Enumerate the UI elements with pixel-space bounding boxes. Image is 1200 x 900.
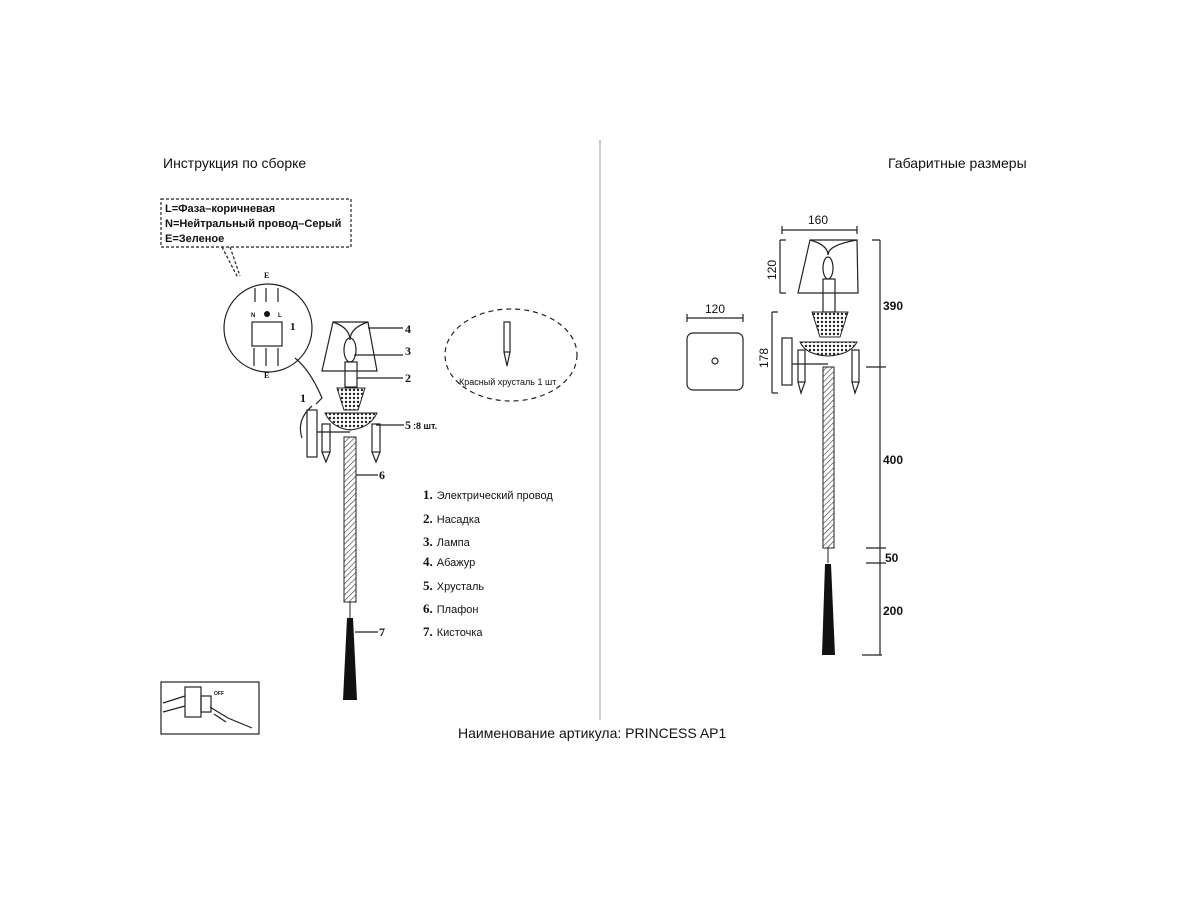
part-name: Электрический провод xyxy=(437,490,554,502)
dimension-drawing: 160 120 120 178 390 400 50 200 xyxy=(686,213,903,656)
spare-crystal-label: Красный хрусталь 1 шт xyxy=(459,377,556,387)
svg-text:2.Насадка: 2. Насадка xyxy=(423,511,481,526)
dim-plate-width: 120 xyxy=(705,302,725,316)
part-name: Абажур xyxy=(437,557,475,569)
off-label: OFF xyxy=(214,691,224,697)
dim-shade-width: 160 xyxy=(808,213,828,227)
callout-5: 5 xyxy=(405,418,411,432)
wiring-note-e: E=Зеленое xyxy=(165,233,224,245)
callout-4: 4 xyxy=(405,322,411,336)
callout-7: 7 xyxy=(379,625,385,639)
connector-number: 1 xyxy=(290,321,296,333)
article-name: Наименование артикула: PRINCESS AP1 xyxy=(458,725,727,741)
callout-2: 2 xyxy=(405,371,411,385)
earth-label-bottom: E xyxy=(264,371,269,380)
svg-text:1.Электрический провод: 1. Электрический провод xyxy=(423,487,553,502)
part-number: 5. xyxy=(423,578,433,593)
part-name: Кисточка xyxy=(437,627,484,639)
earth-label-top: E xyxy=(264,271,269,280)
part-name: Лампа xyxy=(437,537,471,549)
part-name: Насадка xyxy=(437,514,481,526)
right-title: Габаритные размеры xyxy=(888,155,1027,171)
wiring-note-l: L=Фаза–коричневая xyxy=(165,203,275,215)
power-off-warning-icon: OFF xyxy=(160,681,260,735)
svg-text:4.Абажур: 4. Абажур xyxy=(423,554,475,569)
part-name: Хрусталь xyxy=(437,581,485,593)
left-title: Инструкция по сборке xyxy=(163,155,306,171)
dim-tassel: 200 xyxy=(883,604,903,618)
wiring-note-n: N=Нейтральный провод–Серый xyxy=(165,218,341,230)
wiring-note: L=Фаза–коричневая N=Нейтральный провод–С… xyxy=(160,198,352,279)
neutral-label: N xyxy=(251,313,255,319)
part-number: 6. xyxy=(423,601,433,616)
svg-text:7.Кисточка: 7. Кисточка xyxy=(423,624,483,639)
wall-plate xyxy=(686,332,744,391)
lamp-assembly-drawing: 4 3 2 5 :8 шт. 6 7 xyxy=(306,321,437,700)
part-number: 4. xyxy=(423,554,433,569)
terminal-block-detail: E E N L 1 1 xyxy=(223,271,323,439)
parts-list: 1. Электрический провод 2. Насадка 3. Лампа… xyxy=(423,487,553,639)
part-number: 1. xyxy=(423,487,433,502)
callout-3: 3 xyxy=(405,344,411,358)
svg-text:3.Лампа: 3. Лампа xyxy=(423,534,471,549)
callout-1: 1 xyxy=(300,391,306,405)
spare-crystal-detail: Красный хрусталь 1 шт xyxy=(444,308,578,402)
part-number: 2. xyxy=(423,511,433,526)
svg-text:5.Хрусталь: 5. Хрусталь xyxy=(423,578,484,593)
part-number: 3. xyxy=(423,534,433,549)
dim-shade-height: 120 xyxy=(765,260,779,280)
callout-6: 6 xyxy=(379,468,385,482)
svg-text:6.Плафон: 6. Плафон xyxy=(423,601,478,616)
callout-5-quantity: :8 шт. xyxy=(413,421,437,431)
dim-rod: 400 xyxy=(883,453,903,467)
dim-gap: 50 xyxy=(885,551,899,565)
part-number: 7. xyxy=(423,624,433,639)
dim-upper: 390 xyxy=(883,299,903,313)
part-name: Плафон xyxy=(437,604,479,616)
dim-plate-height: 178 xyxy=(757,348,771,368)
line-label: L xyxy=(278,313,282,319)
